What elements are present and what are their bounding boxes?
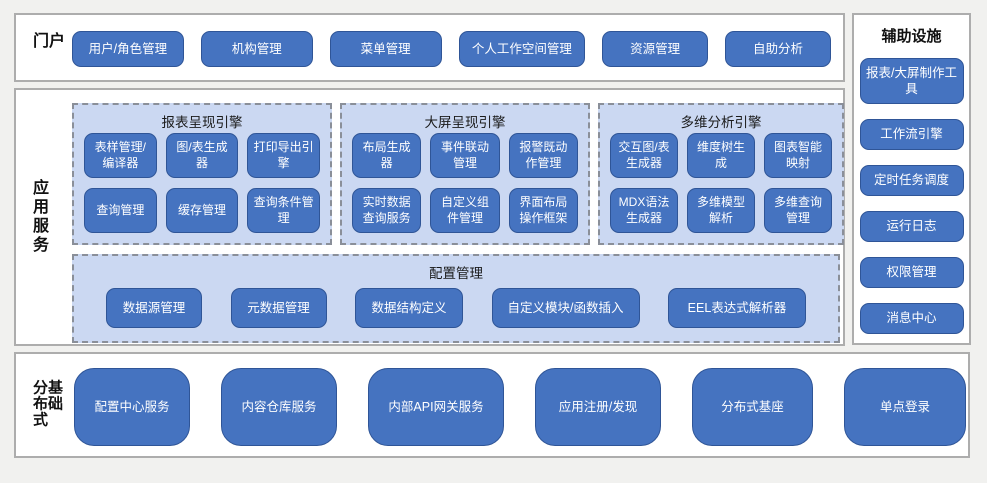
report-engine-title: 报表呈现引擎 — [161, 115, 243, 130]
portal-section-label: 门户 — [30, 31, 63, 51]
aux-node-runtime-log: 运行日志 — [859, 211, 964, 242]
auxiliary-column: 报表/大屏制作工具 工作流引擎 定时任务调度 运行日志 权限管理 消息中心 — [854, 58, 969, 334]
distributed-section: 分布式基础 配置中心服务 内容仓库服务 内部API网关服务 应用注册/发现 分布… — [14, 352, 970, 458]
report-engine-grid: 表样管理/编译器 图/表生成器 打印导出引擎 查询管理 缓存管理 查询条件管理 — [74, 131, 330, 233]
portal-node-menu-mgmt: 菜单管理 — [329, 31, 442, 67]
portal-node-self-analysis: 自助分析 — [725, 31, 832, 67]
engine-node: 多维模型解析 — [687, 188, 755, 233]
engine-groups-row: 报表呈现引擎 表样管理/编译器 图/表生成器 打印导出引擎 查询管理 缓存管理 … — [72, 103, 844, 245]
config-mgmt-title: 配置管理 — [429, 266, 483, 281]
aux-node-report-bigscreen-tool: 报表/大屏制作工具 — [859, 58, 964, 104]
aux-node-permission-mgmt: 权限管理 — [859, 257, 964, 288]
engine-node: 查询管理 — [84, 188, 157, 233]
engine-node: MDX语法生成器 — [610, 188, 678, 233]
config-mgmt-row: 数据源管理 元数据管理 数据结构定义 自定义模块/函数插入 EEL表达式解析器 — [74, 282, 838, 328]
portal-node-workspace-mgmt: 个人工作空间管理 — [458, 31, 586, 67]
config-mgmt-group: 配置管理 数据源管理 元数据管理 数据结构定义 自定义模块/函数插入 EEL表达… — [72, 254, 840, 343]
engine-node: 事件联动管理 — [430, 133, 500, 178]
infra-node-api-gateway: 内部API网关服务 — [368, 368, 504, 446]
infra-node-distributed-base: 分布式基座 — [692, 368, 813, 446]
olap-engine-group: 多维分析引擎 交互图/表生成器 维度树生成 图表智能映射 MDX语法生成器 多维… — [598, 103, 844, 245]
portal-node-resource-mgmt: 资源管理 — [602, 31, 709, 67]
engine-node: 图表智能映射 — [764, 133, 832, 178]
olap-engine-grid: 交互图/表生成器 维度树生成 图表智能映射 MDX语法生成器 多维模型解析 多维… — [600, 131, 842, 233]
auxiliary-section-label: 辅助设施 — [881, 28, 942, 45]
app-services-section: 应用服务 报表呈现引擎 表样管理/编译器 图/表生成器 打印导出引擎 查询管理 … — [14, 88, 845, 346]
bigscreen-engine-group: 大屏呈现引擎 布局生成器 事件联动管理 报警既动作管理 实时数据查询服务 自定义… — [340, 103, 590, 245]
engine-node: 自定义组件管理 — [430, 188, 500, 233]
distributed-row: 配置中心服务 内容仓库服务 内部API网关服务 应用注册/发现 分布式基座 单点… — [74, 368, 966, 446]
infra-node-content-repo: 内容仓库服务 — [221, 368, 337, 446]
engine-node: 界面布局操作框架 — [508, 188, 578, 233]
infra-node-config-center: 配置中心服务 — [74, 368, 190, 446]
config-node-datastructure-def: 数据结构定义 — [355, 288, 463, 328]
app-services-section-label: 应用服务 — [30, 179, 47, 255]
bigscreen-engine-grid: 布局生成器 事件联动管理 报警既动作管理 实时数据查询服务 自定义组件管理 界面… — [342, 131, 588, 233]
engine-node: 查询条件管理 — [247, 188, 320, 233]
infra-node-sso: 单点登录 — [844, 368, 966, 446]
engine-node: 交互图/表生成器 — [610, 133, 678, 178]
infra-node-app-registry: 应用注册/发现 — [535, 368, 661, 446]
portal-section: 门户 用户/角色管理 机构管理 菜单管理 个人工作空间管理 资源管理 自助分析 — [14, 13, 845, 82]
bigscreen-engine-title: 大屏呈现引擎 — [424, 115, 506, 130]
aux-node-scheduler: 定时任务调度 — [859, 165, 964, 196]
config-node-datasource-mgmt: 数据源管理 — [106, 288, 202, 328]
auxiliary-section: 辅助设施 报表/大屏制作工具 工作流引擎 定时任务调度 运行日志 权限管理 消息… — [852, 13, 971, 345]
config-node-metadata-mgmt: 元数据管理 — [230, 288, 327, 328]
portal-node-user-role-mgmt: 用户/角色管理 — [72, 31, 184, 67]
engine-node: 缓存管理 — [165, 188, 239, 233]
report-engine-group: 报表呈现引擎 表样管理/编译器 图/表生成器 打印导出引擎 查询管理 缓存管理 … — [72, 103, 332, 245]
engine-node: 实时数据查询服务 — [352, 188, 422, 233]
engine-node: 表样管理/编译器 — [84, 133, 157, 178]
config-node-eel-parser: EEL表达式解析器 — [668, 288, 806, 328]
engine-node: 布局生成器 — [352, 133, 422, 178]
distributed-section-label: 分布式基础 — [31, 379, 63, 428]
engine-node: 报警既动作管理 — [508, 133, 578, 178]
portal-row: 用户/角色管理 机构管理 菜单管理 个人工作空间管理 资源管理 自助分析 — [72, 31, 832, 67]
portal-node-org-mgmt: 机构管理 — [200, 31, 313, 67]
engine-node: 打印导出引擎 — [247, 133, 320, 178]
aux-node-message-center: 消息中心 — [859, 303, 964, 334]
engine-node: 多维查询管理 — [764, 188, 832, 233]
config-node-custom-module-insert: 自定义模块/函数插入 — [491, 288, 640, 328]
aux-node-workflow-engine: 工作流引擎 — [859, 119, 964, 150]
engine-node: 图/表生成器 — [165, 133, 239, 178]
engine-node: 维度树生成 — [687, 133, 755, 178]
olap-engine-title: 多维分析引擎 — [680, 115, 762, 130]
